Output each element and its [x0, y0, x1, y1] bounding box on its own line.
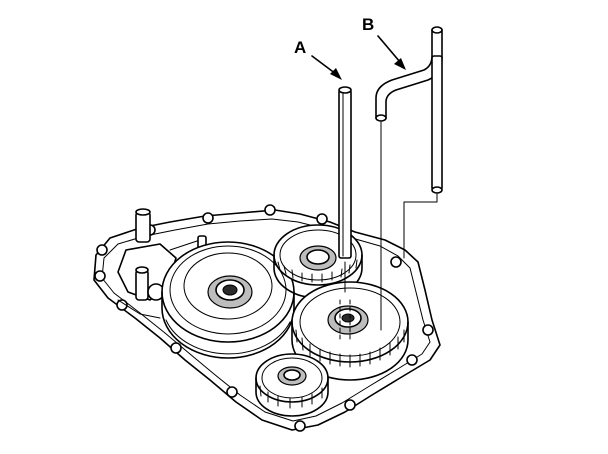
center-gear-teeth — [295, 329, 405, 368]
upper-gear-teeth — [277, 259, 358, 283]
callout-b-leader — [377, 35, 401, 63]
shift-mechanism — [117, 208, 211, 319]
callout-b: B — [362, 15, 406, 70]
callout-a-arrowhead — [330, 68, 342, 80]
shaft-b — [375, 26, 443, 194]
callout-b-arrowhead — [394, 58, 406, 70]
callout-a-label: A — [294, 38, 306, 57]
installation-leader-lines — [380, 121, 438, 331]
shaft-a — [338, 86, 352, 341]
lower-gear — [255, 353, 329, 417]
callout-a-leader — [311, 55, 337, 75]
callout-a: A — [294, 38, 342, 80]
callout-b-label: B — [362, 15, 374, 34]
clutch-drum — [161, 241, 295, 359]
